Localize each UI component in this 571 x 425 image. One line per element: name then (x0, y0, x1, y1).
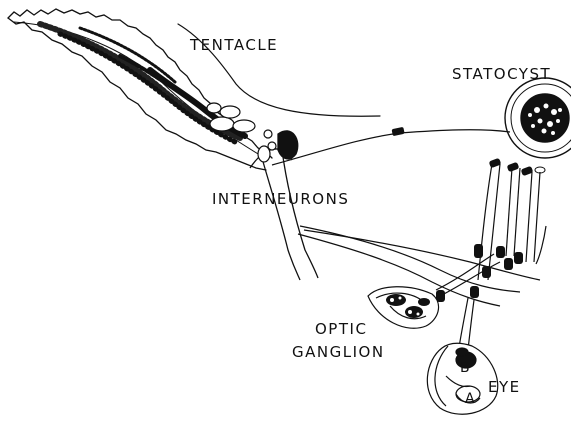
interneuron-cells (258, 130, 276, 162)
label-statocyst: STATOCYST (452, 65, 551, 83)
label-cell-b: B (460, 360, 470, 376)
statocyst (505, 78, 571, 158)
optic-ganglion (368, 287, 439, 329)
label-optic: OPTIC (315, 320, 367, 338)
label-eye: EYE (488, 378, 521, 396)
label-ganglion: GANGLION (292, 343, 385, 361)
tentacle (8, 9, 380, 170)
label-interneurons: INTERNEURONS (212, 190, 349, 208)
label-tentacle: TENTACLE (189, 36, 278, 54)
synapses (392, 127, 523, 302)
hair-cell-terminals (489, 158, 545, 175)
label-cell-a: A (465, 391, 475, 407)
